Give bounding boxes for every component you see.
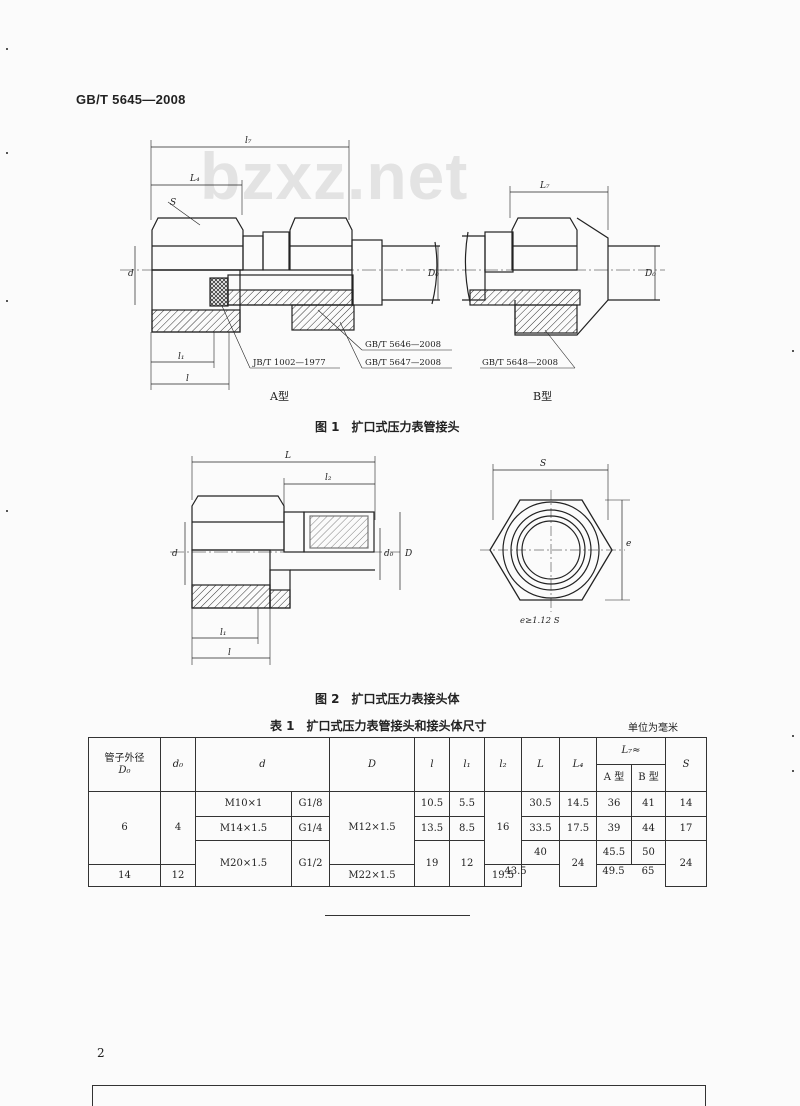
- hdr-d: d: [195, 736, 330, 793]
- margin-mark: [6, 300, 8, 302]
- dim-l1-a: l₁: [178, 352, 185, 362]
- hdr-D: D: [329, 736, 415, 793]
- end-rule: [325, 915, 470, 916]
- dim-d0-a: D₀: [427, 269, 439, 279]
- cell-A-1: 36: [596, 791, 632, 817]
- ref-jbt-1002: JB/T 1002—1977: [252, 358, 326, 368]
- table1-title: 表 1 扩口式压力表管接头和接头体尺寸: [270, 719, 487, 733]
- cell-l-2: 13.5: [414, 815, 450, 842]
- cell-pipe-6: 6: [88, 791, 161, 865]
- cell-A-3: 45.5: [596, 840, 632, 865]
- type-a-label: A型: [269, 389, 289, 403]
- dim-d-fig2: d: [172, 549, 178, 559]
- margin-mark: [6, 510, 8, 512]
- cell-B-1: 41: [631, 791, 666, 817]
- cell-l-3: 19: [414, 840, 450, 887]
- cell-L-3: 40: [521, 840, 560, 865]
- dim-l-fig2: l: [228, 648, 231, 658]
- dim-S-fig2: S: [540, 459, 546, 469]
- dim-l7-b: L₇: [539, 181, 550, 191]
- hdr-S: S: [665, 736, 707, 793]
- cell-l1-1: 5.5: [449, 791, 485, 817]
- hdr-l2: l₂: [484, 736, 522, 793]
- cell-m14: M14×1.5: [195, 815, 292, 842]
- hdr-L: L: [521, 736, 560, 793]
- hdr-type-b: B 型: [631, 763, 666, 793]
- ref-gbt-5648: GB/T 5648—2008: [482, 358, 558, 368]
- cell-L-2: 33.5: [521, 815, 560, 842]
- cell-S-2: 17: [665, 815, 707, 842]
- cell-S-3: 24: [665, 840, 707, 887]
- cell-A-4: 49.5: [602, 866, 625, 877]
- margin-mark: [6, 152, 8, 154]
- cell-d0-12: 12: [160, 863, 196, 888]
- cell-pipe-14: 14: [88, 863, 161, 888]
- hdr-L7: L₇≈: [596, 737, 666, 765]
- dim-l7-a: l₇: [245, 136, 252, 146]
- cell-l1-3: 12: [449, 840, 485, 887]
- margin-mark: [792, 735, 794, 737]
- dim-l-a: l: [186, 374, 189, 384]
- cell-A-2: 39: [596, 815, 632, 842]
- bottom-frame: [92, 1085, 706, 1106]
- margin-mark: [6, 48, 8, 50]
- cell-D-m22: M22×1.5: [329, 863, 415, 888]
- margin-mark: [792, 770, 794, 772]
- table1-unit: 单位为毫米: [628, 723, 678, 734]
- cell-L4-3: 24: [559, 840, 597, 887]
- dim-s: S: [170, 198, 176, 208]
- dim-l2-fig2: l₂: [325, 473, 332, 483]
- figure2-drawing: L l₂ d d₀ D l₁ l S e e≥1.12 S: [170, 451, 631, 665]
- dim-d0-b: D₀: [644, 269, 656, 279]
- cell-g18: G1/8: [291, 791, 330, 817]
- figure1-caption: 图 1 扩口式压力表管接头: [315, 420, 460, 434]
- cell-l2-16: 16: [484, 791, 522, 865]
- cell-l1-2: 8.5: [449, 815, 485, 842]
- cell-d0-4: 4: [160, 791, 196, 865]
- cell-L-4: 43.5: [504, 866, 527, 877]
- hex-note: e≥1.12 S: [520, 616, 560, 626]
- dim-l1-fig2: l₁: [220, 628, 227, 638]
- margin-mark: [792, 350, 794, 352]
- cell-l2-195: 19.5: [484, 863, 522, 888]
- cell-L-1: 30.5: [521, 791, 560, 817]
- dim-D-fig2: D: [404, 549, 412, 559]
- hdr-l: l: [414, 736, 450, 793]
- cell-B-3: 50: [631, 840, 666, 865]
- figure2-caption: 图 2 扩口式压力表接头体: [315, 692, 460, 706]
- hdr-l1: l₁: [449, 736, 485, 793]
- cell-D-m12: M12×1.5: [329, 791, 415, 865]
- ref-gbt-5647: GB/T 5647—2008: [365, 358, 441, 368]
- dim-d-a: d: [128, 269, 134, 279]
- cell-B-2: 44: [631, 815, 666, 842]
- hdr-type-a: A 型: [596, 763, 632, 793]
- cell-g12: G1/2: [291, 840, 330, 887]
- cell-m20: M20×1.5: [195, 840, 292, 887]
- watermark-text: bzxz.net: [200, 139, 469, 213]
- hdr-d0: d₀: [160, 736, 196, 793]
- dim-L-fig2: L: [284, 451, 291, 461]
- dim-d0-fig2: d₀: [384, 549, 394, 559]
- cell-m10: M10×1: [195, 791, 292, 817]
- page-number: 2: [97, 1046, 105, 1060]
- hdr-L4: L₄: [559, 736, 597, 793]
- cell-B-4: 65: [641, 866, 655, 877]
- figure1-drawing: l₇ L₄ S d D₀ l₁ l GB/T 5646—2008 GB/T 56…: [120, 136, 665, 403]
- standard-number: GB/T 5645—2008: [76, 92, 186, 107]
- dim-e-fig2: e: [626, 539, 631, 549]
- type-b-label: B型: [533, 389, 552, 403]
- cell-l-1: 10.5: [414, 791, 450, 817]
- ref-gbt-5646: GB/T 5646—2008: [365, 340, 441, 350]
- cell-L4-1: 14.5: [559, 791, 597, 817]
- dim-l4: L₄: [189, 174, 200, 184]
- cell-S-1: 14: [665, 791, 707, 817]
- cell-L4-2: 17.5: [559, 815, 597, 842]
- cell-g14: G1/4: [291, 815, 330, 842]
